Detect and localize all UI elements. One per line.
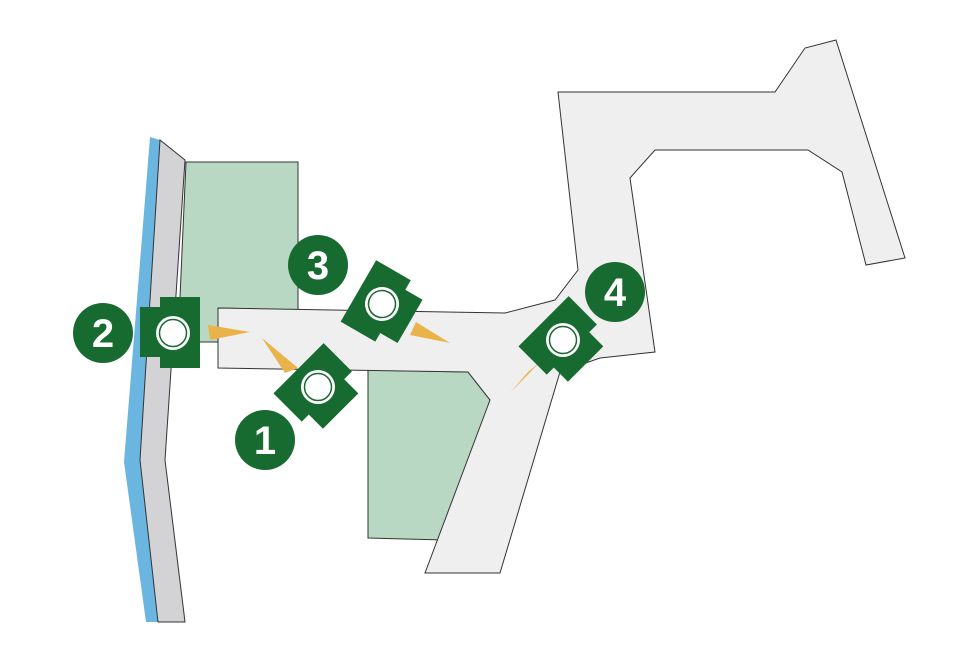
marker-badge-4[interactable]: 4 (585, 262, 645, 322)
view-cone-2 (208, 325, 250, 340)
sidewalk (139, 139, 186, 623)
river (124, 137, 160, 622)
marker-label-1: 1 (254, 419, 276, 463)
marker-label-4: 4 (604, 271, 627, 315)
marker-badge-1[interactable]: 1 (235, 410, 295, 470)
marker-badge-3[interactable]: 3 (288, 235, 348, 295)
view-cone-1 (262, 338, 298, 373)
marker-label-2: 2 (92, 312, 114, 356)
marker-label-3: 3 (307, 244, 329, 288)
view-cone-4 (510, 362, 540, 393)
marker-badge-2[interactable]: 2 (73, 303, 133, 363)
view-cone-3 (410, 322, 450, 343)
